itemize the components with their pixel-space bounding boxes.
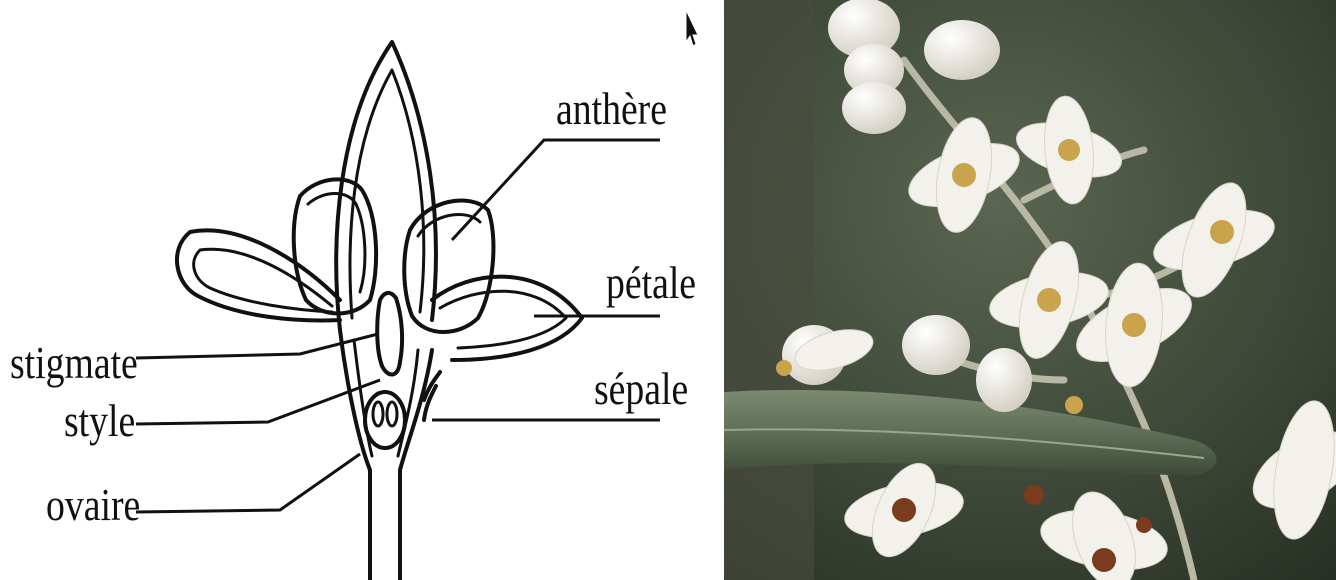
flower-photo bbox=[724, 0, 1336, 580]
right-petal bbox=[432, 277, 582, 360]
label-anthere: anthère bbox=[556, 86, 667, 132]
leader-ovaire bbox=[136, 454, 360, 512]
stigma-style bbox=[377, 293, 402, 375]
label-ovaire: ovaire bbox=[46, 482, 140, 528]
label-stigmate: stigmate bbox=[10, 340, 138, 386]
label-style: style bbox=[64, 398, 135, 444]
receptacle bbox=[340, 330, 370, 580]
leader-style bbox=[136, 380, 380, 424]
label-petale: pétale bbox=[606, 260, 696, 306]
flower-photo-panel bbox=[724, 0, 1336, 580]
ovary bbox=[365, 392, 405, 448]
leader-anthere bbox=[452, 140, 660, 240]
mouse-pointer-icon bbox=[684, 8, 698, 48]
label-sepale: sépale bbox=[594, 366, 688, 412]
flower-diagram-panel: anthère pétale stigmate sépale style ova… bbox=[0, 0, 724, 580]
